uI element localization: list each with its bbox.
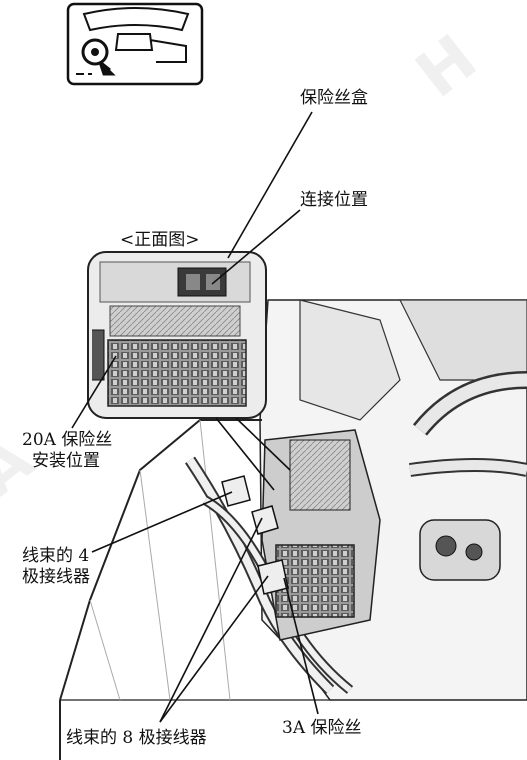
callout-8p-a: [159, 517, 263, 723]
fuse-20a-line1: 20A 保险丝: [22, 430, 113, 450]
dashboard-location-icon: [66, 2, 204, 86]
fuse-box-label: 保险丝盒: [300, 88, 368, 108]
inset-pointer-right: [235, 417, 291, 471]
fuse-3a-label: 3A 保险丝: [282, 718, 362, 738]
front-view-inset: [87, 251, 267, 419]
callout-fuse-box: [227, 111, 313, 259]
callout-connection: [211, 209, 301, 285]
fuse-20a-line2: 安装位置: [32, 451, 100, 471]
front-view-label: <正面图>: [120, 230, 200, 250]
callout-lines: [71, 111, 319, 723]
callout-20a: [71, 355, 117, 429]
callout-4p: [91, 491, 233, 553]
harness-4p-line1: 线束的 4: [22, 546, 90, 566]
inset-pointer-left: [215, 417, 275, 491]
callout-3a: [283, 577, 319, 715]
callout-8p-b: [159, 575, 269, 723]
engine-bay-drawing: [59, 299, 527, 760]
fuse-20a-label: 20A 保险丝 安装位置: [22, 430, 112, 472]
harness-8p-connector-label: 线束的 8 极接线器: [66, 728, 207, 748]
harness-4p-line2: 极接线器: [22, 567, 90, 587]
harness-4p-connector-label: 线束的 4 极接线器: [22, 546, 90, 588]
connection-position-label: 连接位置: [300, 190, 368, 210]
